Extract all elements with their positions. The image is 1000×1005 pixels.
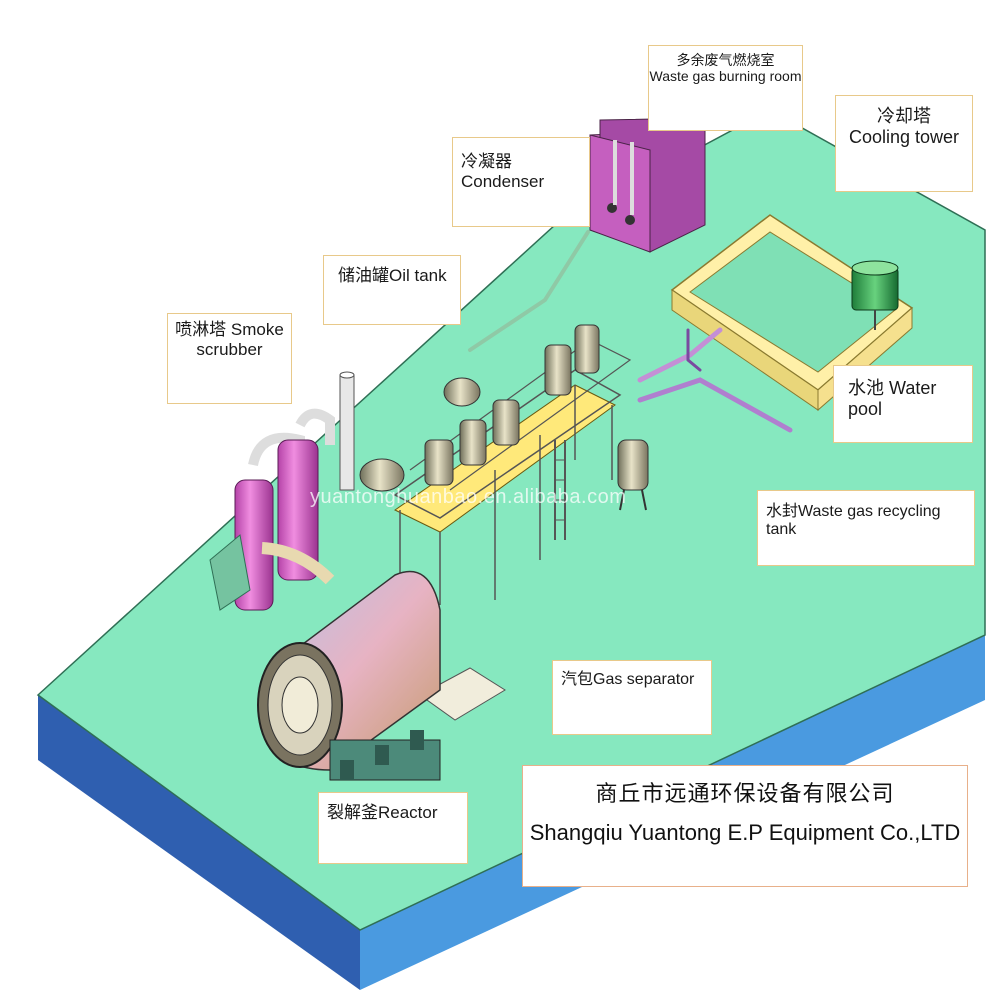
label-waste-gas-recycling-tank: 水封Waste gas recycling tank (757, 490, 975, 566)
pipes (468, 230, 793, 433)
label-waste-gas-burning-room: 多余废气燃烧室 Waste gas burning room (648, 45, 803, 131)
label-en: Cooling tower (848, 126, 960, 147)
label-gas-separator: 汽包Gas separator (552, 660, 712, 735)
condenser-tanks (359, 324, 600, 492)
reactor (257, 570, 441, 781)
label-smoke-scrubber: 喷淋塔 Smoke scrubber (167, 313, 292, 404)
gas-separator (617, 439, 649, 511)
waste-gas-burning-room (589, 117, 706, 253)
watermark: yuantonghuanbao.en.alibaba.com (310, 486, 627, 508)
company-name-cn: 商丘市远通环保设备有限公司 (595, 781, 895, 806)
label-cooling-tower: 冷却塔 Cooling tower (835, 95, 973, 192)
label-cn: 多余废气燃烧室 (676, 52, 775, 68)
label-oil-tank: 储油罐Oil tank (323, 255, 461, 325)
reactor-pit (419, 667, 506, 721)
cooling-tower (851, 260, 899, 330)
platform-side-left (38, 695, 360, 990)
label-en: Waste gas burning room (649, 68, 802, 85)
condenser-frame (393, 339, 632, 605)
company-box: 商丘市远通环保设备有限公司 Shangqiu Yuantong E.P Equi… (522, 765, 968, 887)
chimney (339, 371, 355, 491)
label-line2: scrubber (196, 339, 263, 359)
label-reactor: 裂解釜Reactor (318, 792, 468, 864)
label-water-pool: 水池 Water pool (833, 365, 973, 443)
water-pool (670, 214, 914, 412)
smoke-scrubber (209, 408, 335, 611)
label-cn: 冷却塔 (877, 106, 931, 126)
company-name-en: Shangqiu Yuantong E.P Equipment Co.,LTD (529, 820, 961, 845)
label-condenser: 冷凝器Condenser (452, 137, 590, 227)
label-line1: 喷淋塔 Smoke (175, 320, 284, 339)
